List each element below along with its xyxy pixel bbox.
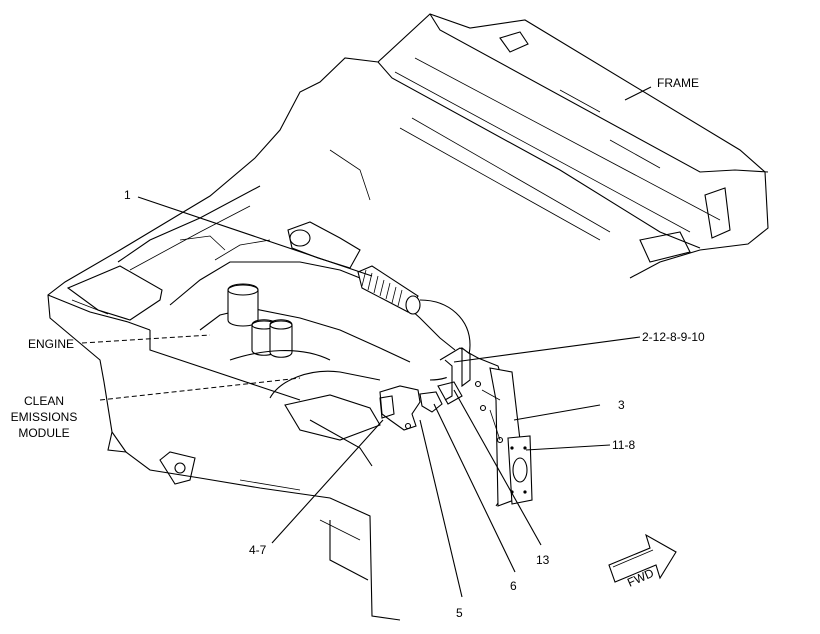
leader-lines [81, 86, 652, 598]
fwd-arrow-icon: FWD [608, 533, 677, 590]
callout-6: 6 [510, 579, 517, 593]
callout-3: 3 [618, 398, 625, 412]
clean-emissions-module-drawing [229, 349, 381, 467]
frame-drawing [377, 13, 769, 279]
leader-5 [419, 419, 463, 598]
callout-2-12-8-9-10: 2-12-8-9-10 [642, 330, 705, 344]
hose-part-1 [357, 265, 421, 315]
callout-13: 13 [536, 553, 550, 567]
clean-emissions-label-line3: MODULE [18, 426, 69, 440]
leader-4-7 [271, 419, 384, 544]
leader-11-8 [525, 444, 611, 451]
leader-frame [624, 86, 652, 101]
leader-clean-emissions-module [99, 377, 301, 401]
clean-emissions-label-line1: CLEAN [24, 394, 64, 408]
leader-13 [453, 389, 542, 546]
leader-engine [81, 334, 211, 344]
leader-3 [513, 404, 601, 421]
clean-emissions-label-line2: EMISSIONS [11, 410, 78, 424]
engine-label: ENGINE [28, 337, 74, 351]
leader-1 [137, 196, 373, 277]
frame-label: FRAME [657, 76, 699, 90]
engine-drawing [169, 149, 471, 381]
chassis-drawing [47, 57, 401, 621]
bracket-assembly [379, 346, 533, 507]
callout-1: 1 [124, 188, 131, 202]
callout-4-7: 4-7 [249, 543, 267, 557]
leader-6 [433, 403, 516, 573]
callout-11-8: 11-8 [612, 438, 635, 452]
leader-2-12-8-9-10 [453, 336, 641, 363]
callout-5: 5 [456, 606, 463, 620]
